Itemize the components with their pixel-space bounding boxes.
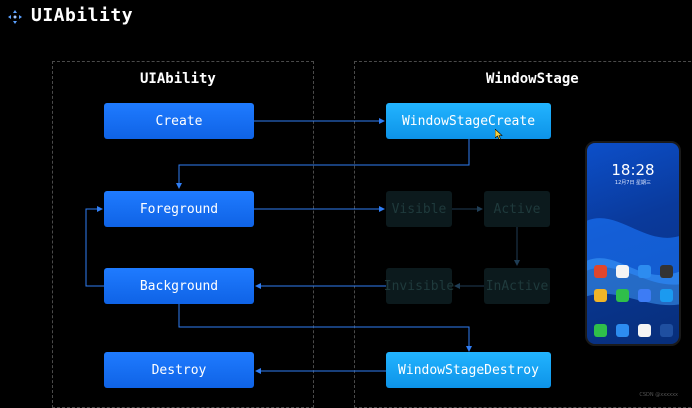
message-icon <box>616 324 629 337</box>
app-icon <box>638 289 651 302</box>
gallery-icon <box>660 324 673 337</box>
windowstage-create-node: WindowStageCreate <box>386 103 551 139</box>
browser-icon <box>638 324 651 337</box>
phone-date: 12月7日 星期三 <box>614 180 652 186</box>
foreground-node: Foreground <box>104 191 254 227</box>
app-icon <box>638 265 651 278</box>
background-node: Background <box>104 268 254 304</box>
app-icon <box>660 289 673 302</box>
phone-preview: 18:28 12月7日 星期三 <box>585 141 681 346</box>
app-icon <box>616 265 629 278</box>
move-icon <box>8 10 22 24</box>
edge-background-to-wsdestroy <box>178 304 472 352</box>
app-icon <box>594 289 607 302</box>
phone-icon <box>594 324 607 337</box>
windowstage-panel-title: WindowStage <box>486 71 579 87</box>
camera-icon <box>660 265 673 278</box>
uiability-panel-title: UIAbility <box>140 71 216 87</box>
inactive-node: InActive <box>484 268 550 304</box>
active-node: Active <box>484 191 550 227</box>
edge-wscreate-to-foreground <box>176 139 470 189</box>
visible-node: Visible <box>386 191 452 227</box>
windowstage-destroy-node: WindowStageDestroy <box>386 352 551 388</box>
destroy-node: Destroy <box>104 352 254 388</box>
app-icon <box>594 265 607 278</box>
phone-clock: 18:28 <box>611 161 655 179</box>
edge-background-to-foreground <box>85 206 104 287</box>
cursor-icon <box>495 129 503 140</box>
watermark: CSDN @xxxxxx <box>639 392 678 398</box>
phone-wallpaper <box>587 218 679 306</box>
page-title: UIAbility <box>31 5 134 26</box>
app-icon <box>616 289 629 302</box>
invisible-node: Invisible <box>384 268 454 304</box>
create-node: Create <box>104 103 254 139</box>
